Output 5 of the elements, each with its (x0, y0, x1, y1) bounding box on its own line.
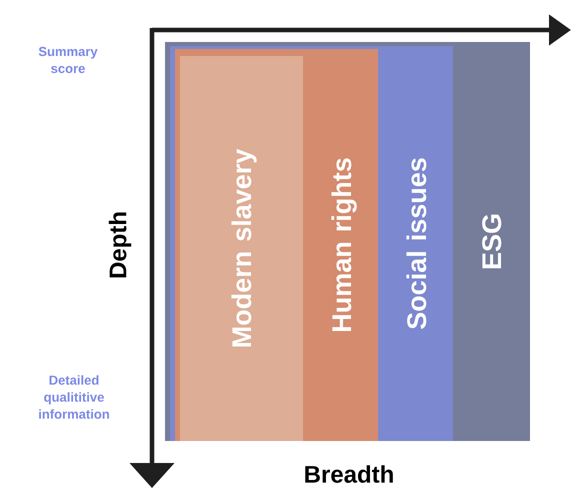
axis-note: Detailed qualititive information (39, 375, 109, 419)
axis-title: Breadth (305, 465, 393, 483)
axis-note: Summary score (38, 46, 98, 74)
axis-title: Depth (108, 212, 132, 278)
category-box: Modern slavery (180, 56, 303, 441)
